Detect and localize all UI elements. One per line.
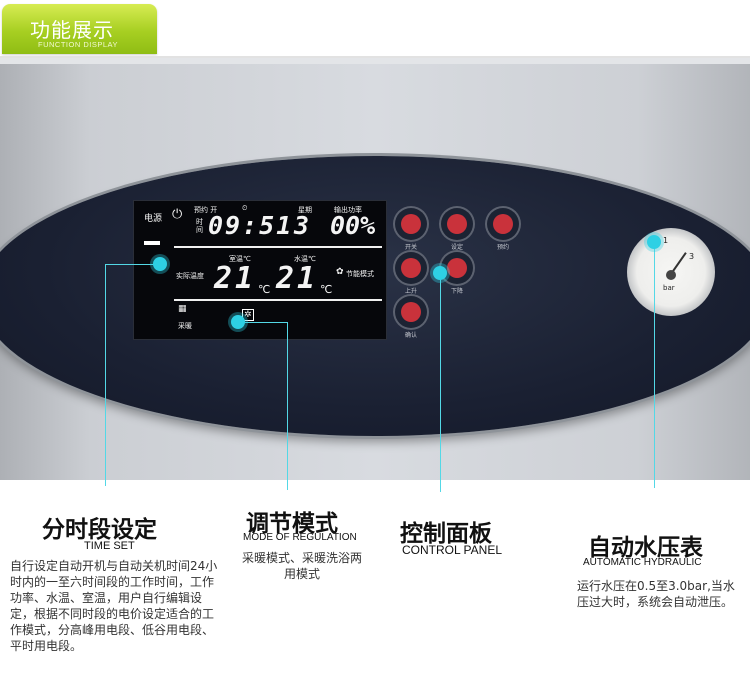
shower-icon: ✲ (242, 309, 254, 321)
feature-title-time-set: 分时段设定 (42, 517, 157, 543)
lcd-clock: 09:51 (208, 211, 294, 240)
gauge-scale-3: 3 (689, 252, 695, 261)
lcd-weekday: 3 (294, 211, 310, 240)
feature-desc-mode: 采暖模式、采暖洗浴两用模式 (241, 551, 362, 581)
lcd-output-percent: 00% (330, 211, 376, 240)
timer-button-label: 预约 (497, 244, 510, 251)
set-button[interactable] (441, 208, 473, 240)
callout-dot-mode (231, 315, 245, 329)
power-button-label: 开关 (405, 244, 418, 251)
photo-top-edge (0, 58, 750, 64)
section-subtitle: FUNCTION DISPLAY (38, 40, 118, 49)
lcd-room-temp-label: 室温℃ (229, 255, 251, 263)
feature-en-time-set: TIME SET (84, 540, 135, 552)
section-title: 功能展示 (30, 18, 114, 42)
lcd-week-label: 星期 (298, 206, 312, 214)
callout-line-mode (287, 322, 288, 490)
down-button-label: 下降 (451, 288, 464, 295)
clock-icon: ⏲ (242, 204, 248, 212)
callout-dot-control (433, 266, 447, 280)
header-divider (0, 56, 750, 58)
feature-title-control: 控制面板 (400, 521, 492, 547)
section-tab: 功能展示 FUNCTION DISPLAY (2, 4, 157, 54)
pressure-gauge: 3 1 bar (627, 228, 715, 316)
lcd-time-label: 时间 (196, 218, 203, 234)
lcd-water-temp-value: 21 (276, 261, 319, 296)
confirm-button-label: 确认 (405, 332, 418, 339)
lcd-room-unit: ℃ (258, 283, 271, 296)
feature-desc-gauge: 运行水压在0.5至3.0bar,当水压过大时，系统会自动泄压。 (577, 579, 735, 609)
lcd-divider-top (174, 246, 382, 248)
gauge-scale-1: 1 (663, 236, 669, 245)
power-button[interactable] (395, 208, 427, 240)
lcd-schedule-label: 预约 开 (194, 206, 218, 214)
up-button[interactable] (395, 252, 427, 284)
up-button-label: 上升 (405, 288, 418, 295)
lcd-heating-label: 采暖 (178, 322, 192, 330)
feature-en-gauge: AUTOMATIC HYDRAULIC (583, 557, 702, 568)
feature-title-mode: 调节模式 (246, 511, 338, 537)
confirm-button[interactable] (395, 296, 427, 328)
lcd-display: 电源 ⏻ 预约 开 ⏲ 星期 输出功率 时间 09:51 3 00% 室温℃ 水… (133, 200, 387, 340)
gauge-hub (666, 270, 676, 280)
lcd-output-label: 输出功率 (334, 206, 362, 214)
lcd-divider-bottom (174, 299, 382, 301)
lcd-room-temp-value: 21 (214, 261, 257, 296)
radiator-icon: ▦ (178, 304, 187, 314)
callout-line-control (440, 275, 441, 492)
feature-en-control: CONTROL PANEL (402, 543, 503, 557)
callout-dot-gauge (647, 235, 661, 249)
feature-desc-time-set: 自行设定自动开机与自动关机时间24小时内的一至六时间段的工作时间，工作功率、水温… (10, 559, 218, 653)
power-icon: ⏻ (172, 207, 183, 222)
feature-en-mode: MODE OF REGULATION (243, 532, 357, 543)
callout-line-gauge (654, 242, 655, 488)
lcd-power-label: 电源 (144, 214, 163, 224)
timer-button[interactable] (487, 208, 519, 240)
gauge-unit: bar (663, 284, 675, 292)
callout-dot-time-set (153, 257, 167, 271)
lcd-eco-label: 节能模式 (346, 270, 374, 278)
callout-line-time-set-h (105, 264, 160, 265)
eco-icon: ✿ (336, 267, 344, 277)
lcd-water-temp-label: 水温℃ (294, 255, 316, 263)
header: 功能展示 FUNCTION DISPLAY (0, 0, 750, 58)
feature-title-gauge: 自动水压表 (588, 535, 703, 561)
down-button[interactable] (441, 252, 473, 284)
lcd-actual-temp-label: 实际温度 (176, 272, 204, 280)
lcd-water-unit: ℃ (320, 283, 333, 296)
callout-line-time-set (105, 264, 106, 486)
set-button-label: 设定 (451, 244, 464, 251)
callout-line-mode-h (238, 322, 288, 323)
